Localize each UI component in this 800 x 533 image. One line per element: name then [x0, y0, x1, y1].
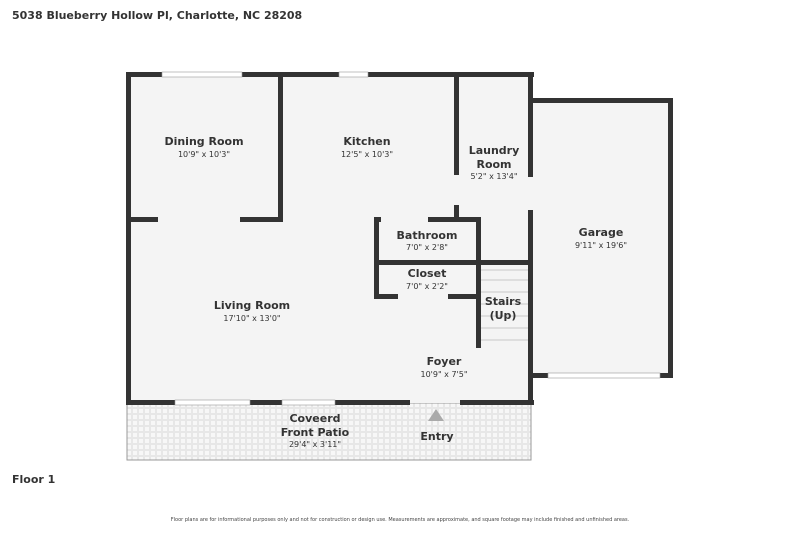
entry-label: Entry — [420, 430, 453, 443]
room-name-garage: Garage — [579, 226, 624, 239]
room-name-stairs: Stairs — [485, 295, 522, 308]
room-name-laundry-2: Room — [476, 158, 511, 171]
room-dims-patio: 29'4" x 3'11" — [289, 440, 341, 449]
room-dims-foyer: 10'9" x 7'5" — [420, 370, 467, 379]
room-dims-bathroom: 7'0" x 2'8" — [406, 243, 448, 252]
disclaimer: Floor plans are for informational purpos… — [170, 517, 630, 523]
garage-floor — [531, 100, 670, 376]
room-name-patio: Coveerd — [289, 412, 340, 425]
room-name-patio-2: Front Patio — [281, 426, 350, 439]
room-dims-kitchen: 12'5" x 10'3" — [341, 150, 393, 159]
room-name-laundry: Laundry — [469, 144, 520, 157]
room-dims-dining: 10'9" x 10'3" — [178, 150, 230, 159]
room-name-dining: Dining Room — [164, 135, 243, 148]
floor-label: Floor 1 — [12, 473, 56, 486]
room-name-foyer: Foyer — [427, 355, 462, 368]
windows — [161, 71, 661, 406]
walls — [126, 72, 673, 405]
patio-area — [126, 402, 532, 461]
room-name-closet: Closet — [408, 267, 447, 280]
room-dims-garage: 9'11" x 19'6" — [575, 241, 627, 250]
room-name-bathroom: Bathroom — [397, 229, 458, 242]
main-floor — [126, 73, 531, 403]
room-dims-laundry: 5'2" x 13'4" — [470, 172, 517, 181]
room-name-kitchen: Kitchen — [343, 135, 390, 148]
entry-arrow-icon — [428, 409, 444, 421]
room-dims-living: 17'10" x 13'0" — [223, 314, 280, 323]
room-dims-closet: 7'0" x 2'2" — [406, 282, 448, 291]
address-title: 5038 Blueberry Hollow Pl, Charlotte, NC … — [12, 9, 303, 22]
room-name-stairs-2: (Up) — [490, 309, 517, 322]
room-name-living: Living Room — [214, 299, 290, 312]
stairs-treads — [481, 269, 529, 341]
